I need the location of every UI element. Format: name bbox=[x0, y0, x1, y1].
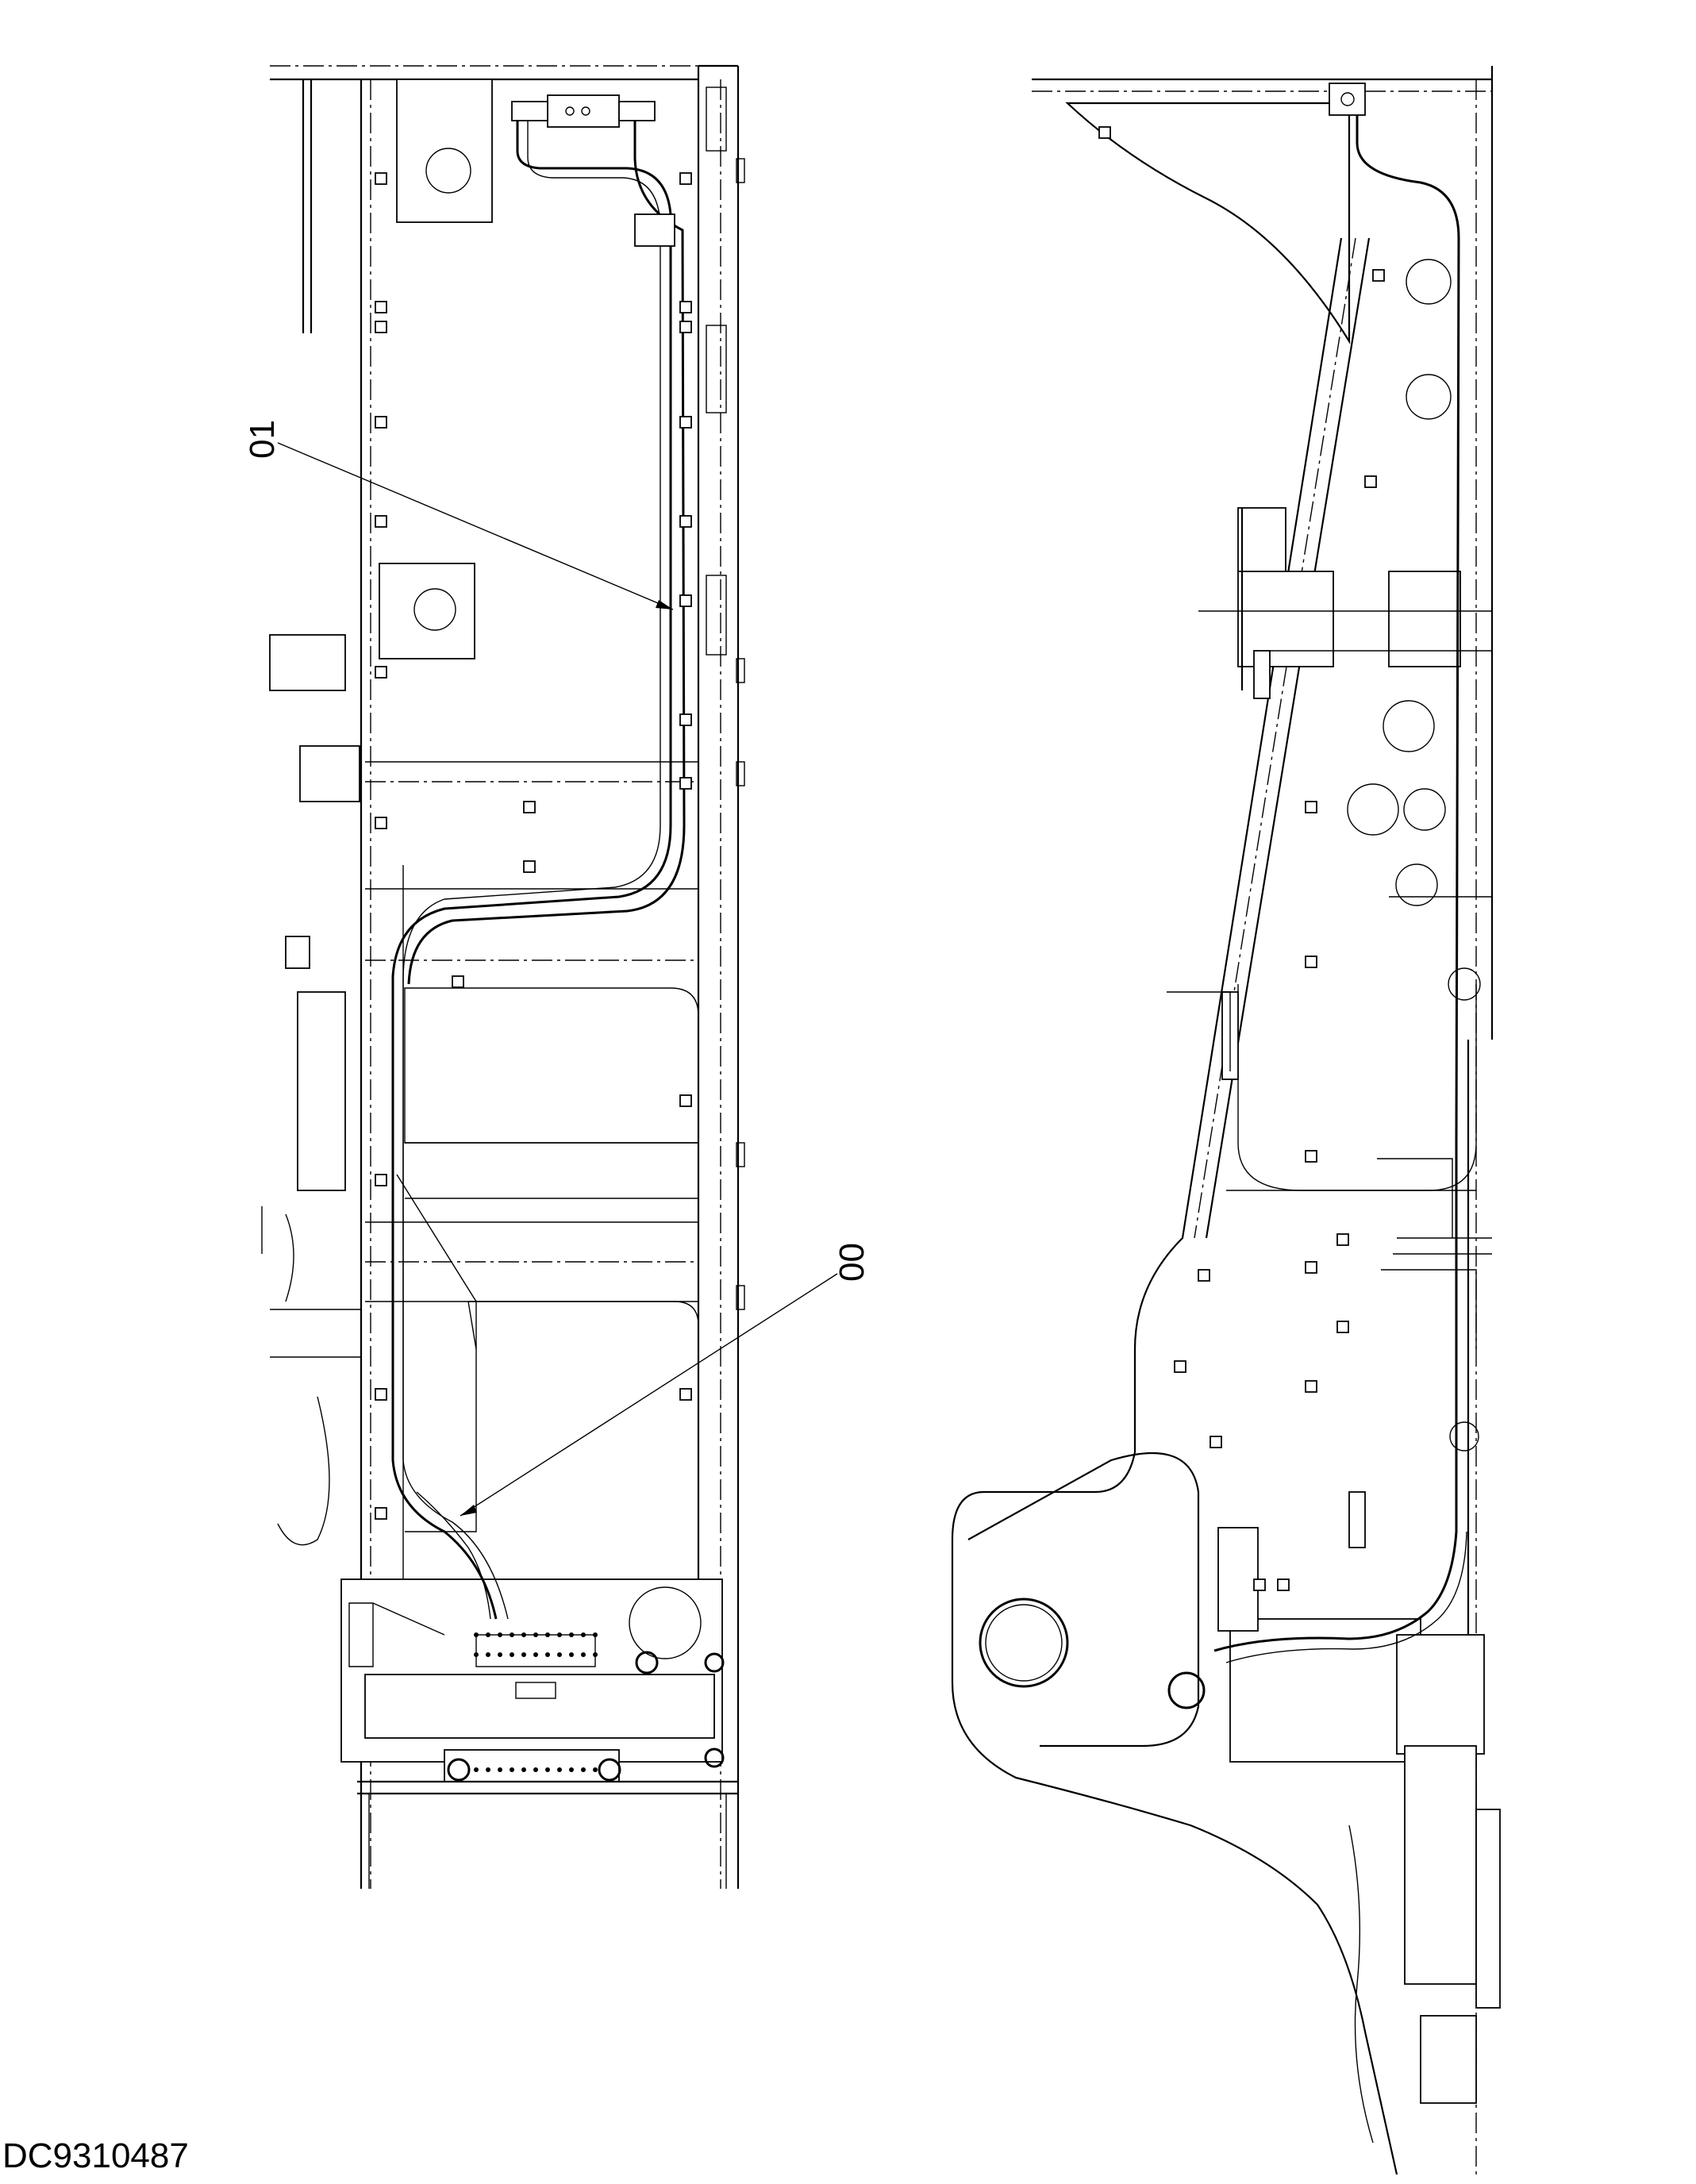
left-view-frame bbox=[261, 64, 745, 1889]
arrowhead-01 bbox=[656, 600, 673, 609]
drawing-id-label: DC9310487 bbox=[2, 2136, 189, 2175]
callout-label-00: 00 bbox=[833, 1243, 871, 1282]
arrowhead-00 bbox=[460, 1505, 477, 1516]
leader-line-00 bbox=[460, 1273, 838, 1517]
callout-label-01: 01 bbox=[243, 420, 282, 459]
callout-00: 00 bbox=[460, 1243, 871, 1517]
left-view-harness bbox=[391, 94, 686, 1620]
fastener-marks bbox=[375, 126, 1385, 1591]
leader-line-01 bbox=[277, 442, 674, 610]
callout-01: 01 bbox=[243, 420, 674, 610]
right-view-frame bbox=[951, 66, 1501, 2175]
